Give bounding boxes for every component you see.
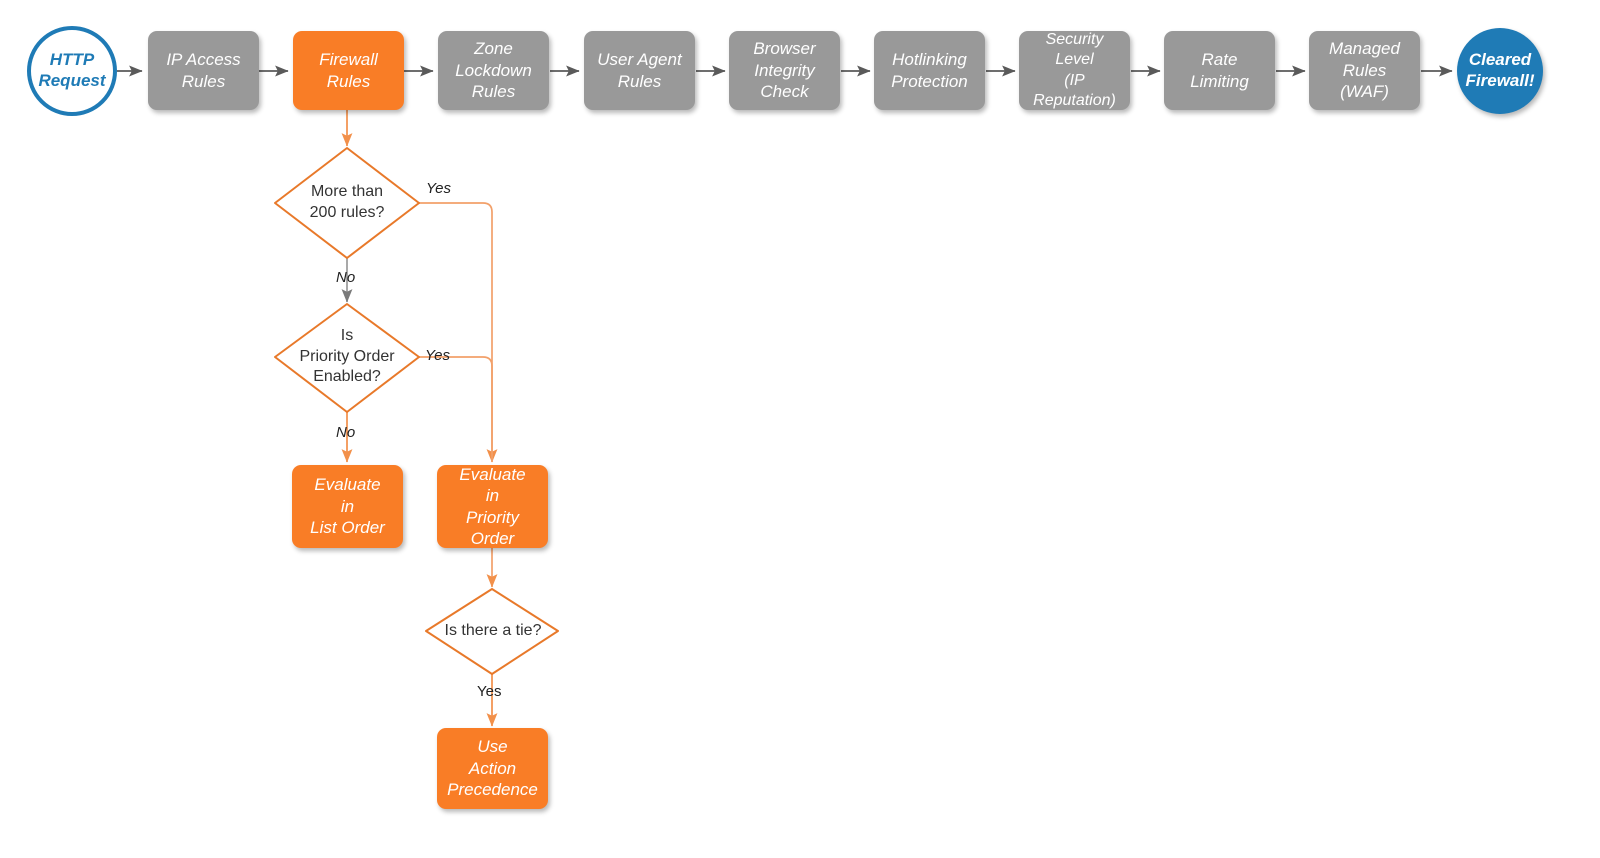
edge-label-yes-priority-order: Yes xyxy=(425,347,451,364)
node-cleared-firewall-label: Cleared Firewall! xyxy=(1465,50,1535,90)
node-ip-access-rules[interactable]: IP Access Rules xyxy=(148,31,259,110)
node-zone-lockdown-rules-label: Zone Lockdown Rules xyxy=(455,39,532,102)
node-firewall-rules-label: Firewall Rules xyxy=(319,50,378,91)
node-browser-integrity-check-label: Browser Integrity Check xyxy=(753,39,816,102)
edge-yes-200rules xyxy=(419,202,498,463)
node-managed-rules-waf[interactable]: Managed Rules (WAF) xyxy=(1309,31,1420,110)
node-security-level-label: Security Level (IP Reputation) xyxy=(1033,31,1116,109)
node-security-level[interactable]: Security Level (IP Reputation) xyxy=(1019,31,1130,110)
node-use-action-precedence[interactable]: Use Action Precedence xyxy=(437,728,548,809)
decision-priority-order-enabled[interactable]: Is Priority Order Enabled? xyxy=(283,320,411,394)
node-evaluate-in-list-order[interactable]: Evaluate in List Order xyxy=(292,465,403,548)
node-cleared-firewall[interactable]: Cleared Firewall! xyxy=(1457,28,1543,114)
node-rate-limiting[interactable]: Rate Limiting xyxy=(1164,31,1275,110)
node-rate-limiting-label: Rate Limiting xyxy=(1190,50,1249,91)
decision-priority-order-enabled-label: Is Priority Order Enabled? xyxy=(299,326,395,386)
decision-is-there-a-tie[interactable]: Is there a tie? xyxy=(428,612,558,650)
node-managed-rules-waf-label: Managed Rules (WAF) xyxy=(1329,39,1400,102)
decision-more-than-200-rules-label: More than 200 rules? xyxy=(309,183,385,221)
node-evaluate-in-priority-order[interactable]: Evaluate in Priority Order xyxy=(437,465,548,548)
node-hotlinking-protection-label: Hotlinking Protection xyxy=(891,50,968,91)
node-ip-access-rules-label: IP Access Rules xyxy=(166,50,241,91)
node-hotlinking-protection[interactable]: Hotlinking Protection xyxy=(874,31,985,110)
node-http-request-label: HTTP Request xyxy=(38,50,106,90)
node-user-agent-rules-label: User Agent Rules xyxy=(597,50,682,91)
edge-label-yes-tie: Yes xyxy=(477,683,502,700)
node-http-request[interactable]: HTTP Request xyxy=(27,26,117,116)
decision-is-there-a-tie-label: Is there a tie? xyxy=(444,621,542,639)
node-browser-integrity-check[interactable]: Browser Integrity Check xyxy=(729,31,840,110)
decision-more-than-200-rules[interactable]: More than 200 rules? xyxy=(283,170,411,236)
node-evaluate-in-list-order-label: Evaluate in List Order xyxy=(310,475,385,538)
edge-label-no-200-rules: No xyxy=(336,269,356,286)
edge-label-no-priority-order: No xyxy=(336,424,356,441)
node-firewall-rules[interactable]: Firewall Rules xyxy=(293,31,404,110)
node-zone-lockdown-rules[interactable]: Zone Lockdown Rules xyxy=(438,31,549,110)
node-user-agent-rules[interactable]: User Agent Rules xyxy=(584,31,695,110)
node-use-action-precedence-label: Use Action Precedence xyxy=(447,737,538,800)
edge-yes-priority-order xyxy=(419,356,493,462)
edge-label-yes-200-rules: Yes xyxy=(426,180,452,197)
node-evaluate-in-priority-order-label: Evaluate in Priority Order xyxy=(459,464,526,548)
